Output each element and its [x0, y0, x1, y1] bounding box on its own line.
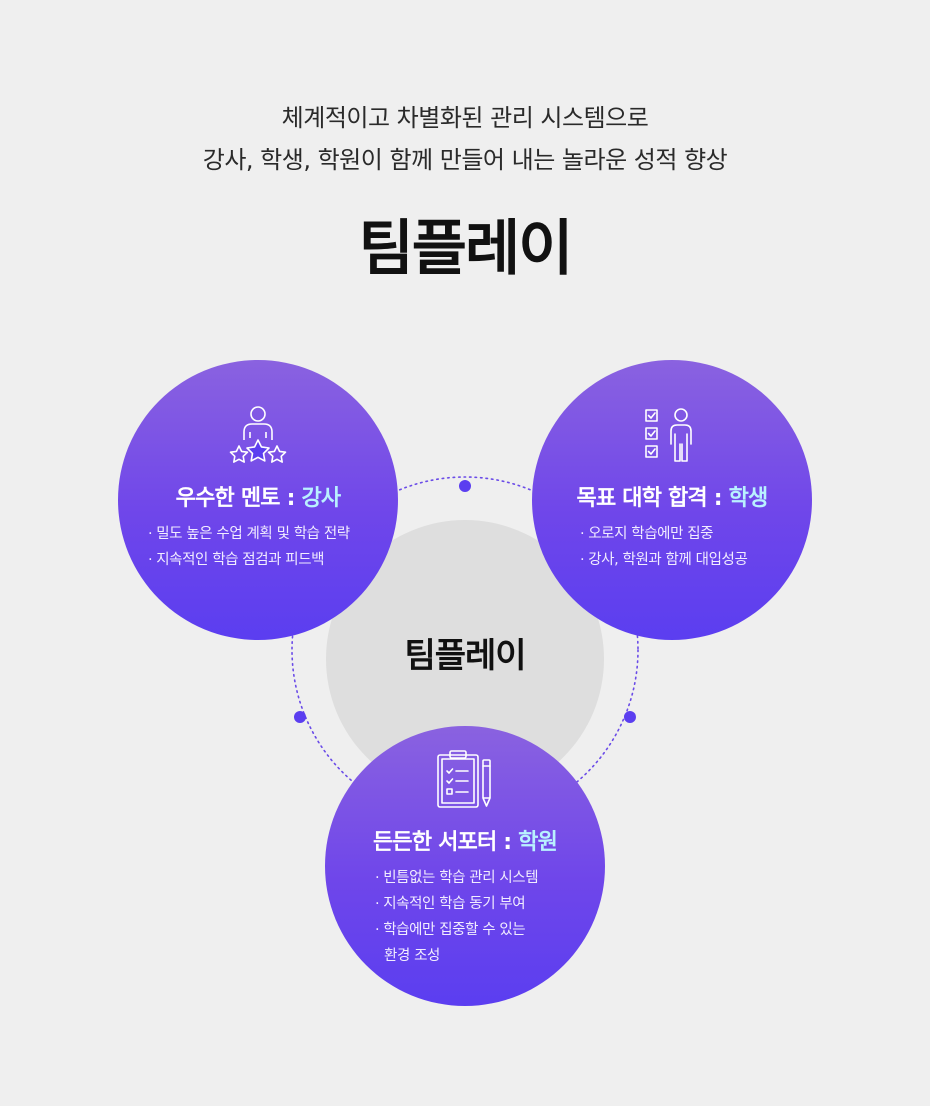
- connector-dot-top: [459, 480, 471, 492]
- bullet-dot: ·: [148, 552, 153, 568]
- list-item-continuation: 환경 조성: [384, 948, 440, 964]
- connector-dot-right: [624, 711, 636, 723]
- list-item: ·강사, 학원과 함께 대입성공: [580, 552, 748, 568]
- list-item: ·밀도 높은 수업 계획 및 학습 전략: [148, 526, 350, 542]
- student-bubble: 목표 대학 합격 : 학생 ·오로지 학습에만 집중 ·강사, 학원과 함께 대…: [532, 360, 812, 640]
- bullet-dot: ·: [580, 552, 585, 568]
- checklist-person-icon: [532, 406, 812, 466]
- list-item: ·오로지 학습에만 집중: [580, 526, 714, 542]
- academy-title: 든든한 서포터 : 학원: [325, 824, 605, 856]
- bullet-dot: ·: [375, 896, 380, 912]
- student-points: ·오로지 학습에만 집중 ·강사, 학원과 함께 대입성공: [580, 521, 748, 573]
- bullet-dot: ·: [580, 526, 585, 542]
- connector-dot-left: [294, 711, 306, 723]
- brand-title: 팀플레이: [358, 214, 574, 284]
- bullet-dot: ·: [375, 922, 380, 938]
- bullet-dot: ·: [375, 870, 380, 886]
- student-title-highlight: 학생: [728, 486, 769, 511]
- academy-title-main: 든든한 서포터 :: [372, 830, 519, 855]
- teacher-points: ·밀도 높은 수업 계획 및 학습 전략 ·지속적인 학습 점검과 피드백: [148, 521, 350, 573]
- bullet-dot: ·: [148, 526, 153, 542]
- list-item: ·빈틈없는 학습 관리 시스템: [375, 870, 539, 886]
- intro-text: 체계적이고 차별화된 관리 시스템으로 강사, 학생, 학원이 함께 만들어 내…: [0, 97, 930, 181]
- academy-points: ·빈틈없는 학습 관리 시스템 ·지속적인 학습 동기 부여 ·학습에만 집중할…: [375, 865, 539, 969]
- teacher-title: 우수한 멘토 : 강사: [118, 480, 398, 512]
- academy-bubble: 든든한 서포터 : 학원 ·빈틈없는 학습 관리 시스템 ·지속적인 학습 동기…: [325, 726, 605, 1006]
- student-title-main: 목표 대학 합격 :: [576, 486, 729, 511]
- clipboard-pen-icon: [325, 750, 605, 810]
- center-label: 팀플레이: [404, 636, 526, 676]
- teacher-title-highlight: 강사: [301, 486, 341, 511]
- teacher-title-main: 우수한 멘토 :: [175, 486, 302, 511]
- teacher-bubble: 우수한 멘토 : 강사 ·밀도 높은 수업 계획 및 학습 전략 ·지속적인 학…: [118, 360, 398, 640]
- list-item: ·지속적인 학습 점검과 피드백: [148, 552, 325, 568]
- teacher-stars-icon: [118, 402, 398, 466]
- intro-line-1: 체계적이고 차별화된 관리 시스템으로: [281, 104, 649, 132]
- intro-line-2: 강사, 학생, 학원이 함께 만들어 내는 놀라운 성적 향상: [202, 146, 728, 174]
- list-item: ·학습에만 집중할 수 있는: [375, 922, 526, 938]
- academy-title-highlight: 학원: [518, 830, 558, 855]
- student-title: 목표 대학 합격 : 학생: [532, 480, 812, 512]
- list-item: ·지속적인 학습 동기 부여: [375, 896, 526, 912]
